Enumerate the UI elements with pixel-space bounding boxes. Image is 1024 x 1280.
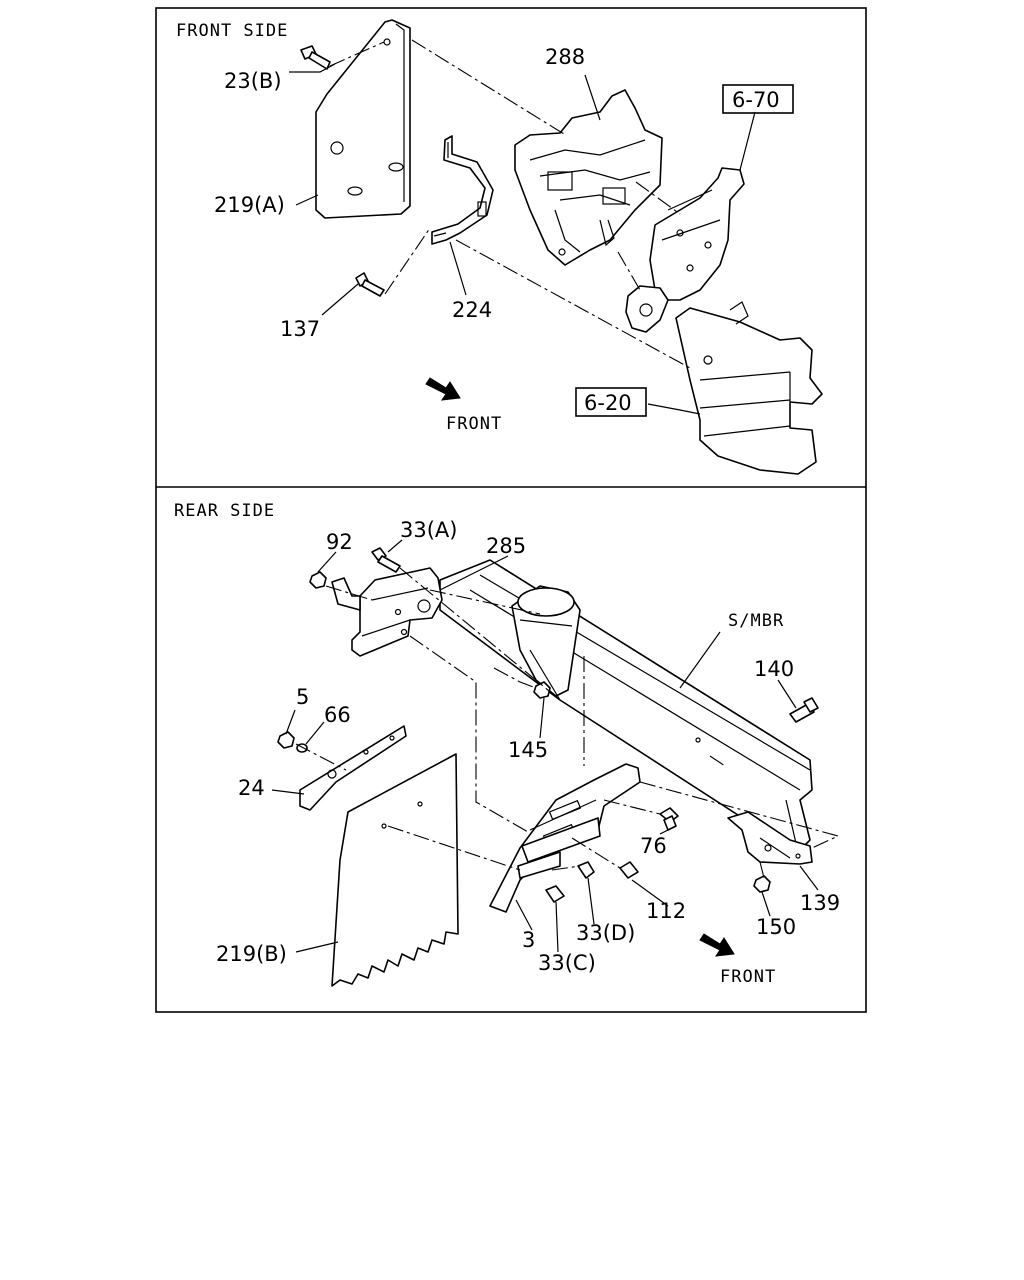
callout-5: 5 xyxy=(296,685,309,709)
front-side-panel: FRONT SIDE xyxy=(176,19,823,475)
align-line-4 xyxy=(617,251,641,291)
bolt-112-icon xyxy=(619,861,639,879)
rear-align-13 xyxy=(551,865,581,871)
nut-150-icon xyxy=(753,875,771,893)
align-line-1 xyxy=(411,39,565,135)
callout-33d: 33(D) xyxy=(576,921,635,945)
frame-bracket-6-20 xyxy=(675,301,823,475)
bolt-33a-icon xyxy=(371,547,401,573)
callout-24: 24 xyxy=(238,776,265,800)
callout-76: 76 xyxy=(640,834,667,858)
rear-align-1 xyxy=(325,585,373,601)
bar-24 xyxy=(299,725,407,811)
callout-145: 145 xyxy=(508,738,548,762)
rear-align-10 xyxy=(603,799,661,815)
nut-92-icon xyxy=(309,571,327,589)
mud-flap-219b xyxy=(331,753,459,987)
callout-box-6-70 xyxy=(722,84,794,114)
callout-150: 150 xyxy=(756,915,796,939)
flap-bracket-3 xyxy=(489,763,641,913)
callout-112: 112 xyxy=(646,899,686,923)
diagram-frame xyxy=(155,7,867,1013)
callout-219a: 219(A) xyxy=(214,193,285,217)
rear-align-12 xyxy=(759,861,765,879)
rear-align-9 xyxy=(571,837,621,869)
bracket-288 xyxy=(514,89,663,266)
tube-funnel xyxy=(511,585,581,701)
callout-219b: 219(B) xyxy=(216,942,287,966)
callout-6-70: 6-70 xyxy=(732,88,780,112)
callout-33c: 33(C) xyxy=(538,951,596,975)
bolt-33d-icon xyxy=(577,861,595,879)
callout-s-mbr: S/MBR xyxy=(728,611,784,631)
callout-288: 288 xyxy=(545,45,585,69)
align-line-2 xyxy=(455,239,691,369)
bracket-139 xyxy=(727,811,813,865)
callout-139: 139 xyxy=(800,891,840,915)
rear-align-11 xyxy=(639,781,840,849)
callout-224: 224 xyxy=(452,298,492,322)
rear-align-8 xyxy=(387,825,521,871)
rear-front-arrow-icon xyxy=(699,933,735,957)
front-arrow-icon xyxy=(425,377,461,401)
front-side-title: FRONT SIDE xyxy=(176,21,288,41)
rear-align-2 xyxy=(399,567,561,701)
callout-23b: 23(B) xyxy=(224,69,282,93)
callout-92: 92 xyxy=(326,530,353,554)
align-line-3 xyxy=(635,181,681,215)
bracket-285 xyxy=(331,567,443,657)
callout-137: 137 xyxy=(280,317,320,341)
rear-align-7 xyxy=(295,743,347,771)
callout-6-20: 6-20 xyxy=(584,391,632,415)
callout-66: 66 xyxy=(324,703,351,727)
rear-side-panel: REAR SIDE xyxy=(174,501,840,987)
bolt-140-icon xyxy=(789,697,819,723)
callout-140: 140 xyxy=(754,657,794,681)
mud-flap-219a xyxy=(315,19,411,219)
callout-box-6-20 xyxy=(575,387,647,417)
callout-33a: 33(A) xyxy=(400,518,457,542)
callout-3: 3 xyxy=(522,928,535,952)
rear-align-5 xyxy=(493,667,537,689)
bracket-224 xyxy=(431,135,494,245)
rear-align-4 xyxy=(409,635,529,833)
front-direction-label: FRONT xyxy=(446,414,502,434)
callout-285: 285 xyxy=(486,534,526,558)
rear-front-direction-label: FRONT xyxy=(720,967,776,987)
bolt-137-icon xyxy=(355,227,431,297)
nut-5-icon xyxy=(277,731,295,749)
nut-145-icon xyxy=(533,681,551,699)
bolt-23b-icon xyxy=(300,41,385,70)
bolt-33c-icon xyxy=(545,885,565,903)
rear-side-title: REAR SIDE xyxy=(174,501,275,521)
bolt-76-icon xyxy=(659,807,679,831)
frame-bracket-6-70 xyxy=(625,167,745,333)
rear-align-3 xyxy=(429,589,541,615)
